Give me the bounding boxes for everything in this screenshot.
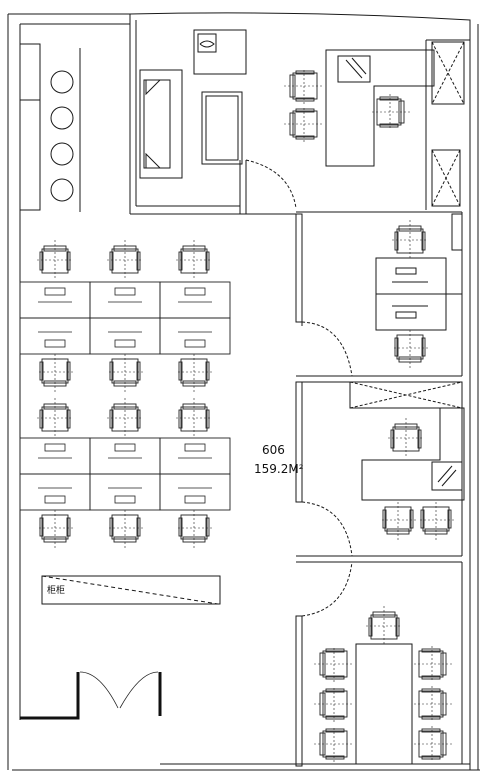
partition-walls bbox=[295, 212, 463, 767]
room-area: 159.2M² bbox=[254, 462, 304, 476]
entrance-door bbox=[79, 671, 159, 709]
entrance-walls bbox=[20, 672, 162, 720]
manager-visitor-chair bbox=[283, 105, 325, 143]
office2-chair bbox=[387, 417, 425, 459]
meeting-chair-head bbox=[365, 605, 403, 647]
manager-office bbox=[129, 14, 470, 215]
workstation-cluster-1 bbox=[19, 239, 231, 393]
manager-chair bbox=[369, 93, 411, 131]
meeting-chair bbox=[313, 685, 355, 723]
meeting-chair bbox=[411, 725, 453, 763]
reception-counter bbox=[20, 43, 81, 212]
office2-visitor-chair bbox=[379, 499, 417, 541]
small-office-1 bbox=[375, 213, 463, 331]
outer-walls bbox=[7, 12, 480, 771]
small-office-2 bbox=[349, 381, 465, 501]
meeting-chair bbox=[313, 725, 355, 763]
room-number: 606 bbox=[262, 443, 285, 457]
cabinet-label: 柜柜 bbox=[47, 586, 66, 596]
meeting-chair bbox=[313, 645, 355, 683]
manager-visitor-chair bbox=[283, 67, 325, 105]
office1-chair bbox=[391, 219, 429, 261]
meeting-chair bbox=[411, 645, 453, 683]
filing-cabinet bbox=[41, 575, 221, 605]
meeting-chair bbox=[411, 685, 453, 723]
office1-chair bbox=[391, 327, 429, 369]
office2-visitor-chair bbox=[417, 499, 455, 541]
workstation-cluster-2 bbox=[19, 397, 231, 549]
